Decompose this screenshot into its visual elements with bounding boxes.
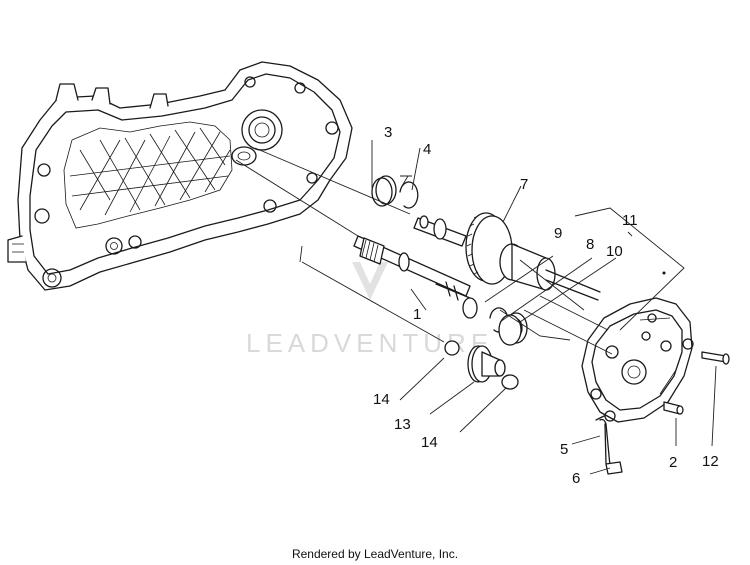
circlip (399, 181, 419, 209)
callout-14-lower: 14 (421, 434, 438, 451)
callout-14-upper: 14 (373, 391, 390, 408)
transmission-cover (581, 297, 694, 423)
callout-10: 10 (606, 243, 623, 260)
callout-labels: 1 2 3 4 5 6 7 8 9 10 11 12 13 14 14 (373, 124, 719, 487)
callout-4: 4 (423, 141, 431, 158)
callout-3: 3 (384, 124, 392, 141)
bushing-lower (501, 374, 519, 390)
cover-bolt (701, 351, 730, 365)
breather-pipe (595, 415, 611, 467)
callout-1: 1 (413, 306, 421, 323)
leader-lines (235, 140, 717, 475)
callout-5: 5 (560, 441, 568, 458)
dowel-pin (663, 401, 684, 415)
crankcase-housing (7, 61, 353, 291)
thrust-washer (371, 175, 397, 207)
drive-shaft (353, 235, 471, 301)
bushing-upper (444, 340, 460, 356)
callout-12: 12 (702, 453, 719, 470)
callout-9: 9 (554, 225, 562, 242)
bearing-10 (498, 312, 528, 346)
callout-7: 7 (520, 176, 528, 193)
render-credit: Rendered by LeadVenture, Inc. (291, 547, 459, 561)
callout-2: 2 (669, 454, 677, 471)
intermediate-gear (467, 345, 506, 383)
hose-clamp (605, 461, 623, 475)
callout-11: 11 (622, 212, 638, 229)
callout-13: 13 (394, 416, 411, 433)
callout-6: 6 (572, 470, 580, 487)
washer-9 (462, 297, 478, 319)
callout-8: 8 (586, 236, 594, 253)
